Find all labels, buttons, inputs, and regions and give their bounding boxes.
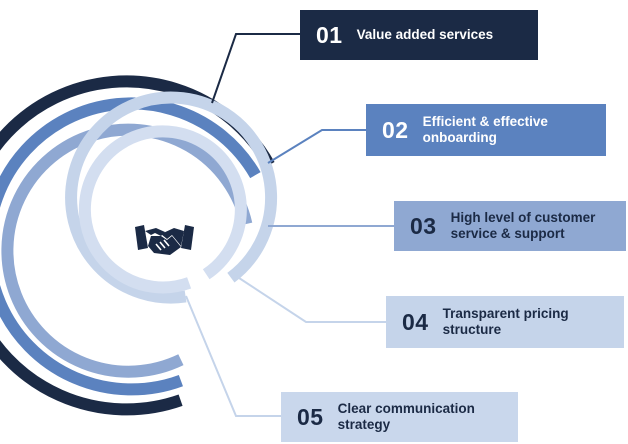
connector-2: [267, 129, 366, 164]
step-number: 05: [297, 403, 324, 430]
step-label: High level of customer service & support: [450, 210, 596, 241]
step-03-box: 03 High level of customer service & supp…: [394, 201, 626, 251]
step-number: 01: [316, 21, 343, 48]
handshake-icon: [135, 225, 194, 255]
arc-ring-1: [0, 75, 275, 416]
connector-1: [211, 33, 300, 104]
step-05-box: 05 Clear communication strategy: [281, 392, 518, 442]
arc-ring-2: [0, 97, 261, 396]
step-number: 03: [410, 212, 437, 239]
arc-ring-4: [65, 91, 278, 304]
step-label: Efficient & effective onboarding: [422, 114, 548, 145]
connector-4: [235, 275, 386, 323]
step-label: Clear communication strategy: [337, 401, 475, 432]
arc-ring-5: [78, 125, 247, 294]
step-01-box: 01 Value added services: [300, 10, 538, 60]
step-number: 02: [382, 116, 409, 143]
step-02-box: 02 Efficient & effective onboarding: [366, 104, 606, 156]
step-04-box: 04 Transparent pricing structure: [386, 296, 624, 348]
step-number: 04: [402, 308, 429, 335]
step-label: Transparent pricing structure: [442, 306, 569, 337]
connector-5: [185, 295, 281, 417]
arc-ring-3: [1, 123, 253, 378]
step-label: Value added services: [356, 27, 494, 42]
